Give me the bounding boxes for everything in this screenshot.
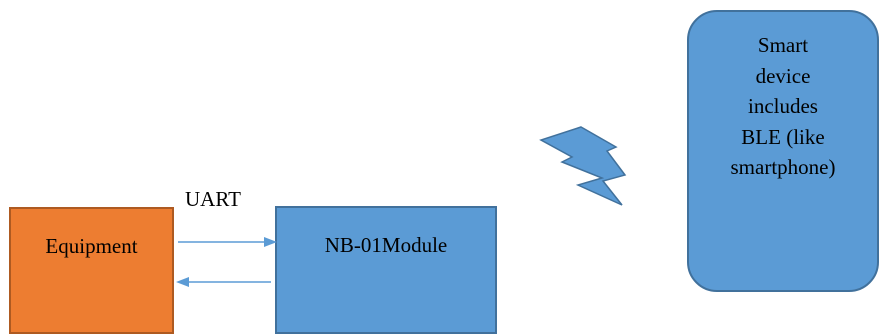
nb-01-module-box: NB-01Module (275, 206, 497, 334)
smart-device-line-4: BLE (like (741, 124, 825, 149)
module-label: NB-01Module (324, 233, 448, 257)
smart-device-box: Smart device includes BLE (like smartpho… (687, 10, 879, 292)
uart-arrow-to-equipment (176, 277, 271, 287)
uart-label: UART (185, 187, 241, 211)
smart-device-line-5: smartphone) (730, 155, 836, 179)
equipment-box: Equipment (9, 207, 174, 334)
smart-device-label: Smart device includes BLE (like smartpho… (689, 30, 877, 183)
smart-device-line-3: includes (748, 94, 818, 118)
smart-device-line-1: Smart (757, 33, 809, 57)
lightning-bolt-icon (539, 126, 627, 206)
smart-device-line-2: device (755, 63, 811, 88)
equipment-label: Equipment (45, 234, 138, 258)
uart-arrow-to-module (178, 237, 277, 247)
